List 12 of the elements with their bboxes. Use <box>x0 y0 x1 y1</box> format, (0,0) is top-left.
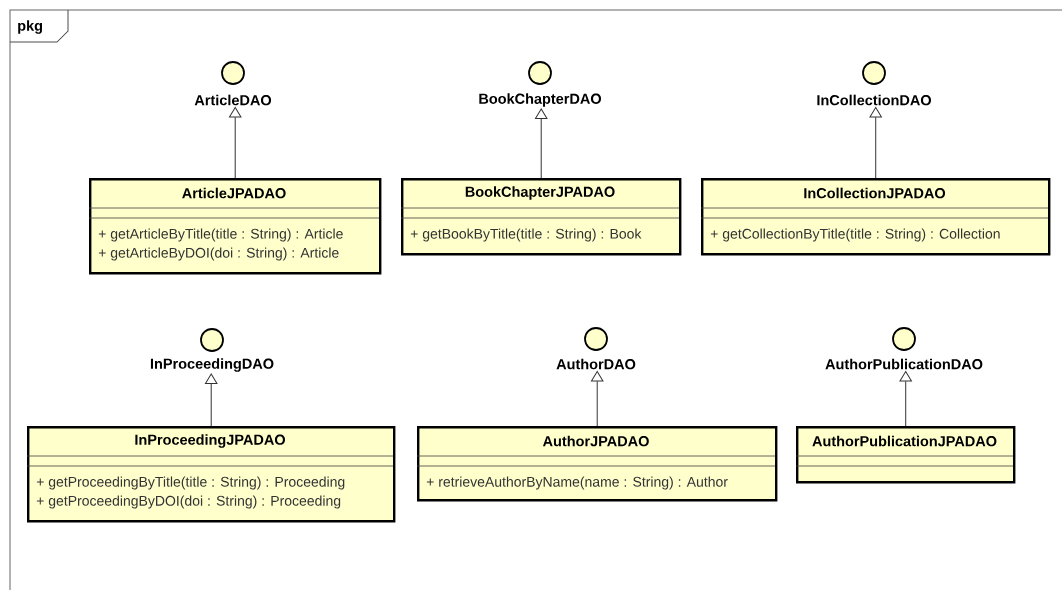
realization-arrow <box>204 373 218 427</box>
class-box: BookChapterJPADAO + getBookByTitle(title : String) : Book <box>400 178 682 256</box>
class-box: InCollectionJPADAO + getCollectionByTitle(title : String) : Collection <box>700 178 1051 256</box>
class-box: AuthorJPADAO + retrieveAuthorByName(name : String) : Author <box>416 426 778 502</box>
realization-arrow <box>534 108 548 179</box>
class-box: AuthorPublicationJPADAO <box>795 426 1016 484</box>
realization-arrow <box>590 371 604 427</box>
class-box: InProceedingJPADAO + getProceedingByTitle(title : String) : Proceeding + getProceedingByDOI(doi : String) : Proceeding <box>26 426 396 523</box>
realization-arrow <box>899 371 912 427</box>
realization-arrow <box>228 107 242 179</box>
realization-arrow <box>869 107 882 179</box>
class-box: ArticleJPADAO + getArticleByTitle(title : String) : Article + getArticleByDOI(doi : String) : Article <box>88 178 382 275</box>
